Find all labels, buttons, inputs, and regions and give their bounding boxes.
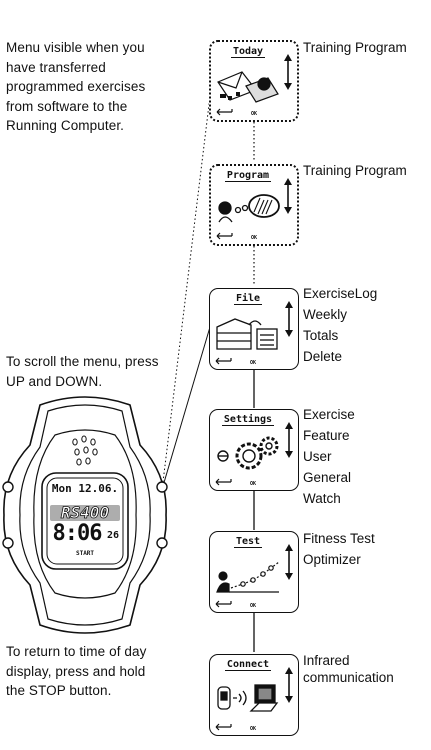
today-icon (217, 71, 279, 103)
menu-title: Program (224, 170, 272, 182)
menu-label: Delete (303, 349, 343, 364)
watch-model: RS400 (60, 503, 110, 523)
menu-title: Today (230, 46, 266, 58)
connect-icon (217, 684, 279, 712)
test-icon (216, 561, 280, 593)
note-line: display, press and hold (6, 663, 146, 679)
program-icon (218, 194, 280, 223)
menu-screen-program: Program OK (209, 164, 299, 246)
note-return: To return to time of day display, press … (6, 642, 146, 701)
menu-label: ExerciseLog (303, 286, 378, 301)
ok-label: OK (251, 235, 258, 241)
note-line: To return to time of day (6, 644, 147, 659)
ok-label: OK (250, 726, 257, 732)
back-icon (216, 108, 233, 116)
menu-label: Feature (303, 428, 350, 443)
back-icon (216, 232, 233, 240)
note-scroll: To scroll the menu, press UP and DOWN. (6, 352, 159, 391)
menu-title: Connect (224, 659, 272, 671)
scroll-arrows-icon (285, 301, 293, 337)
menu-screen-connect: Connect OK (209, 654, 299, 736)
menu-label: General (303, 470, 352, 485)
menu-screen-today: Today OK (209, 40, 299, 122)
watch-date: Mon 12.06. (51, 482, 119, 495)
note-line: have transferred (6, 59, 106, 75)
note-line: the STOP button. (6, 683, 112, 698)
menu-label: Training Program (303, 40, 407, 55)
menu-label: Exercise (303, 407, 355, 422)
back-icon (215, 478, 232, 486)
menu-screen-test: Test OK (209, 531, 299, 613)
watch-time: 8:06 (52, 521, 103, 546)
menu-title: File (233, 293, 263, 305)
menu-title: Settings (221, 414, 275, 426)
back-icon (215, 723, 232, 731)
menu-label: User (303, 449, 332, 464)
menu-screen-file: File OK (209, 288, 299, 370)
watch-body-icon (2, 396, 168, 634)
menu-label: Watch (303, 491, 341, 506)
ok-label: OK (250, 481, 257, 487)
watch-start-label: START (75, 550, 95, 557)
scroll-arrows-icon (285, 544, 293, 580)
note-line: UP and DOWN. (6, 373, 103, 389)
menu-screen-settings: Settings OK (209, 409, 299, 491)
menu-labels-settings: Exercise Feature User General Watch (303, 404, 355, 509)
menu-label: Training Program (303, 163, 407, 178)
menu-labels-file: ExerciseLog Weekly Totals Delete (303, 283, 377, 367)
menu-label: Optimizer (303, 552, 361, 567)
note-programmed-menu: Menu visible when you have transferred p… (6, 38, 145, 136)
scroll-arrows-icon (285, 667, 293, 703)
note-line: from software to the (6, 98, 128, 114)
menu-title: Test (233, 536, 263, 548)
menu-label: Fitness Test (303, 531, 375, 546)
ok-label: OK (251, 111, 258, 117)
watch-illustration: Mon 12.06. RS400 8:06 26 START (0, 395, 170, 635)
note-line: To scroll the menu, press (6, 354, 159, 369)
ok-label: OK (250, 603, 257, 609)
back-icon (215, 357, 232, 365)
note-line: programmed exercises (6, 79, 146, 94)
settings-icon (217, 436, 279, 470)
watch-seconds: 26 (106, 530, 120, 541)
ok-label: OK (250, 360, 257, 366)
menu-labels-program: Training Program (303, 160, 407, 181)
menu-label: Totals (303, 328, 339, 343)
menu-label: communication (303, 670, 394, 685)
connector-watch-today (162, 79, 213, 483)
menu-label: Infrared (303, 653, 350, 668)
menu-labels-connect: Infrared communication (303, 652, 394, 686)
menu-labels-test: Fitness Test Optimizer (303, 528, 375, 570)
file-icon (216, 318, 278, 350)
scroll-arrows-icon (284, 178, 292, 214)
menu-label: Weekly (303, 307, 348, 322)
scroll-arrows-icon (284, 54, 292, 90)
scroll-arrows-icon (285, 422, 293, 458)
connector-watch-file (162, 326, 211, 487)
note-line: Menu visible when you (6, 40, 145, 55)
back-icon (215, 600, 232, 608)
note-line: Running Computer. (6, 118, 125, 133)
menu-labels-today: Training Program (303, 37, 407, 58)
